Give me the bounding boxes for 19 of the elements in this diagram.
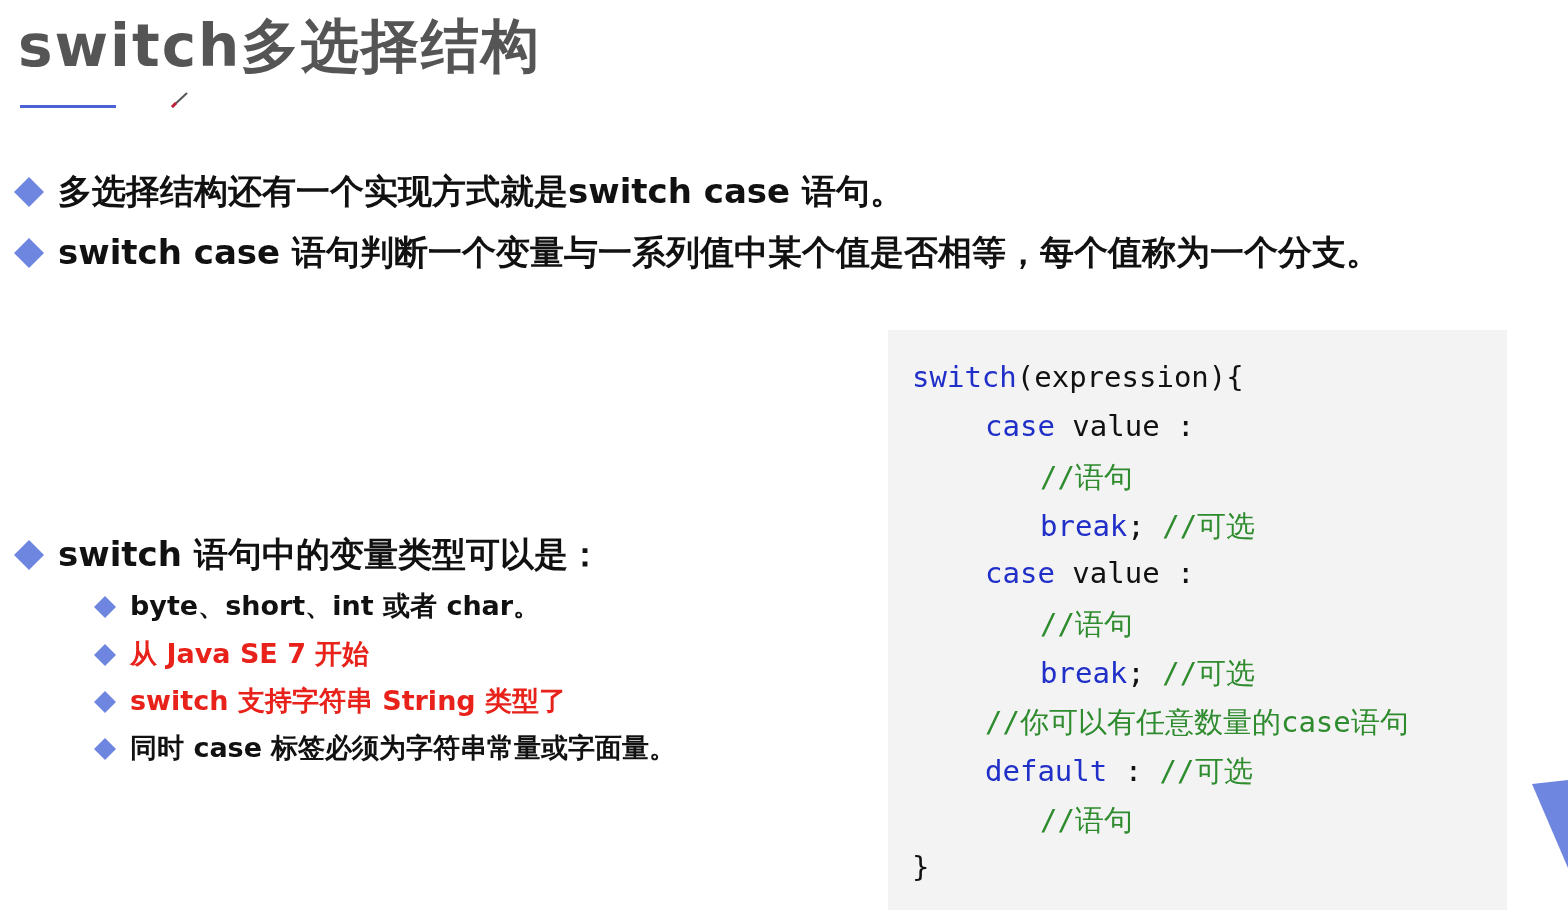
bullet-text: switch 语句中的变量类型可以是： <box>58 533 602 575</box>
code-line: default : //可选 <box>985 753 1253 790</box>
code-line: //语句 <box>1040 802 1133 839</box>
bullet-text: 从 Java SE 7 开始 <box>130 638 370 671</box>
code-line: //你可以有任意数量的case语句 <box>985 704 1409 741</box>
bullet-text: 多选择结构还有一个实现方式就是switch case 语句。 <box>58 170 904 212</box>
bullet-text: switch case 语句判断一个变量与一系列值中某个值是否相等，每个值称为一个分支。 <box>58 231 1380 273</box>
code-line: case value : <box>985 556 1195 590</box>
bullet-text: 同时 case 标签必须为字符串常量或字面量。 <box>130 732 677 765</box>
code-line: } <box>912 850 930 884</box>
code-line: break; //可选 <box>1040 508 1256 545</box>
code-line: //语句 <box>1040 606 1133 643</box>
bullet-text: byte、short、int 或者 char。 <box>130 590 541 623</box>
code-line: break; //可选 <box>1040 655 1256 692</box>
code-line: switch(expression){ <box>912 360 1244 394</box>
bullet-text: switch 支持字符串 String 类型了 <box>130 685 567 718</box>
code-line: case value : <box>985 409 1195 443</box>
code-line: //语句 <box>1040 459 1133 496</box>
title: switch多选择结构 <box>18 11 542 82</box>
